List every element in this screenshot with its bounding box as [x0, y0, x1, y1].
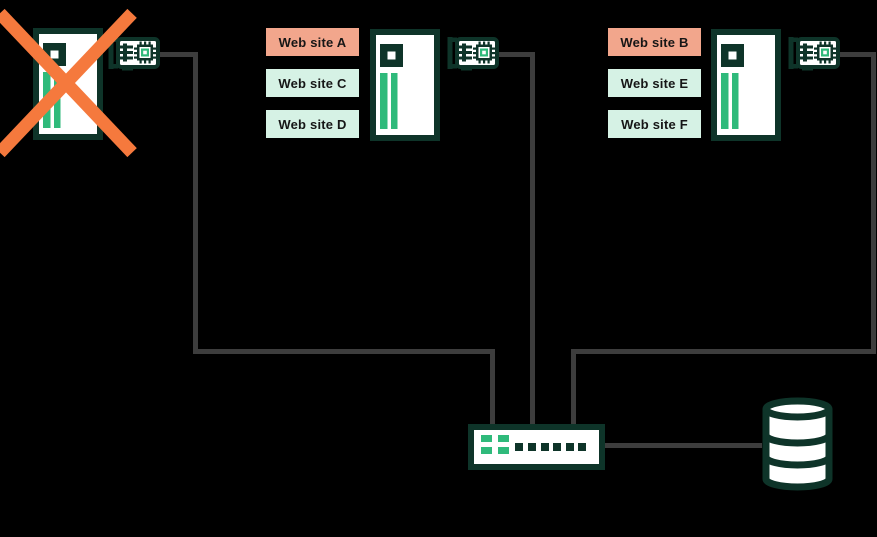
failure-cross-icon [0, 8, 137, 158]
connector-line-segment [605, 443, 762, 448]
switch-port [566, 443, 574, 451]
switch-port [553, 443, 561, 451]
website-tag: Web site E [608, 69, 701, 97]
connector-line-segment [193, 349, 495, 354]
website-tag: Web site B [608, 28, 701, 56]
switch-port [515, 443, 523, 451]
database-icon [762, 397, 833, 491]
connector-line-segment [499, 52, 535, 57]
website-tag: Web site C [266, 69, 359, 97]
website-tag-label: Web site D [278, 116, 347, 132]
switch-led [481, 435, 492, 442]
switch-led [498, 435, 509, 442]
network-card-icon [108, 37, 160, 71]
switch-led [481, 447, 492, 454]
website-tag-label: Web site E [620, 75, 689, 91]
website-tag: Web site A [266, 28, 359, 56]
connector-line-segment [530, 52, 535, 424]
website-tag-label: Web site B [620, 34, 689, 50]
connector-line-segment [160, 52, 198, 57]
ethernet-switch-icon [468, 424, 605, 470]
connector-line-segment [571, 349, 876, 354]
website-tag-label: Web site F [621, 116, 688, 132]
website-tag-label: Web site C [278, 75, 347, 91]
connector-line-segment [571, 349, 576, 424]
network-card-icon [447, 37, 499, 71]
switch-port [578, 443, 586, 451]
website-tag-label: Web site A [278, 34, 347, 50]
server-icon [370, 29, 440, 141]
connector-line-segment [840, 52, 876, 57]
switch-port [528, 443, 536, 451]
website-tag: Web site D [266, 110, 359, 138]
network-card-icon [788, 37, 840, 71]
connector-line-segment [193, 52, 198, 354]
switch-port [541, 443, 549, 451]
switch-led [498, 447, 509, 454]
connector-line-segment [490, 349, 495, 424]
website-tag: Web site F [608, 110, 701, 138]
connector-line-segment [871, 52, 876, 354]
server-icon [711, 29, 781, 141]
